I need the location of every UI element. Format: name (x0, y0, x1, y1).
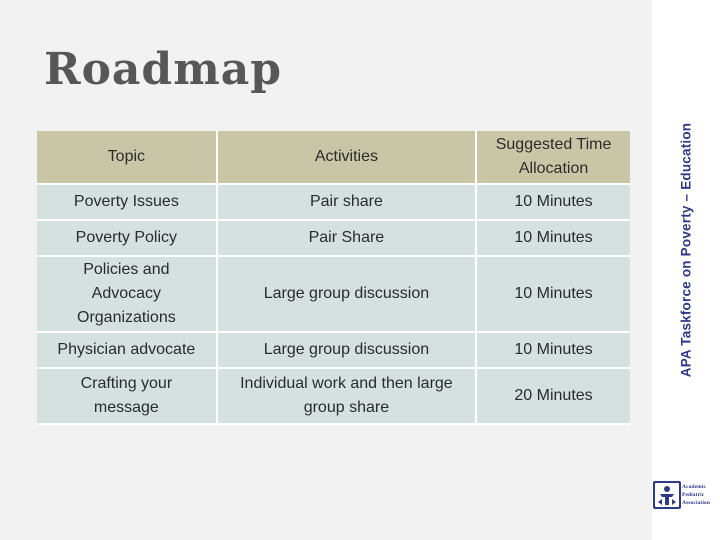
cell-activity: Individual work and then large group sha… (215, 368, 477, 425)
cell-activity: Large group discussion (215, 332, 477, 369)
sidebar-caption: APA Taskforce on Poverty – Education (678, 122, 694, 378)
header-activities: Activities (215, 131, 477, 185)
apa-logo: Academic Pediatric Association (652, 478, 716, 514)
table-row: Poverty Issues Pair share 10 Minutes (37, 184, 630, 221)
table-row: Poverty Policy Pair Share 10 Minutes (37, 220, 630, 257)
cell-activity: Pair Share (215, 220, 477, 257)
header-topic: Topic (37, 131, 217, 185)
header-time: Suggested Time Allocation (475, 131, 630, 185)
cell-time: 10 Minutes (475, 332, 630, 369)
cell-activity: Large group discussion (215, 256, 477, 333)
cell-time: 20 Minutes (475, 368, 630, 425)
apa-logo-text: Academic Pediatric Association (682, 484, 710, 506)
table-row: Crafting your message Individual work an… (37, 368, 630, 425)
cell-time: 10 Minutes (475, 256, 630, 333)
cell-topic: Crafting your message (37, 368, 217, 425)
cell-topic: Poverty Policy (37, 220, 217, 257)
cell-activity: Pair share (215, 184, 477, 221)
table-row: Physician advocate Large group discussio… (37, 332, 630, 369)
cell-topic: Poverty Issues (37, 184, 217, 221)
apa-logo-icon (653, 481, 681, 509)
table-header-row: Topic Activities Suggested Time Allocati… (37, 131, 630, 185)
cell-time: 10 Minutes (475, 184, 630, 221)
roadmap-table: Topic Activities Suggested Time Allocati… (37, 131, 630, 425)
cell-time: 10 Minutes (475, 220, 630, 257)
slide-title: Roadmap (44, 44, 283, 95)
cell-topic: Policies and Advocacy Organizations (37, 256, 217, 333)
sidebar-panel (652, 0, 720, 540)
table-row: Policies and Advocacy Organizations Larg… (37, 256, 630, 333)
cell-topic: Physician advocate (37, 332, 217, 369)
